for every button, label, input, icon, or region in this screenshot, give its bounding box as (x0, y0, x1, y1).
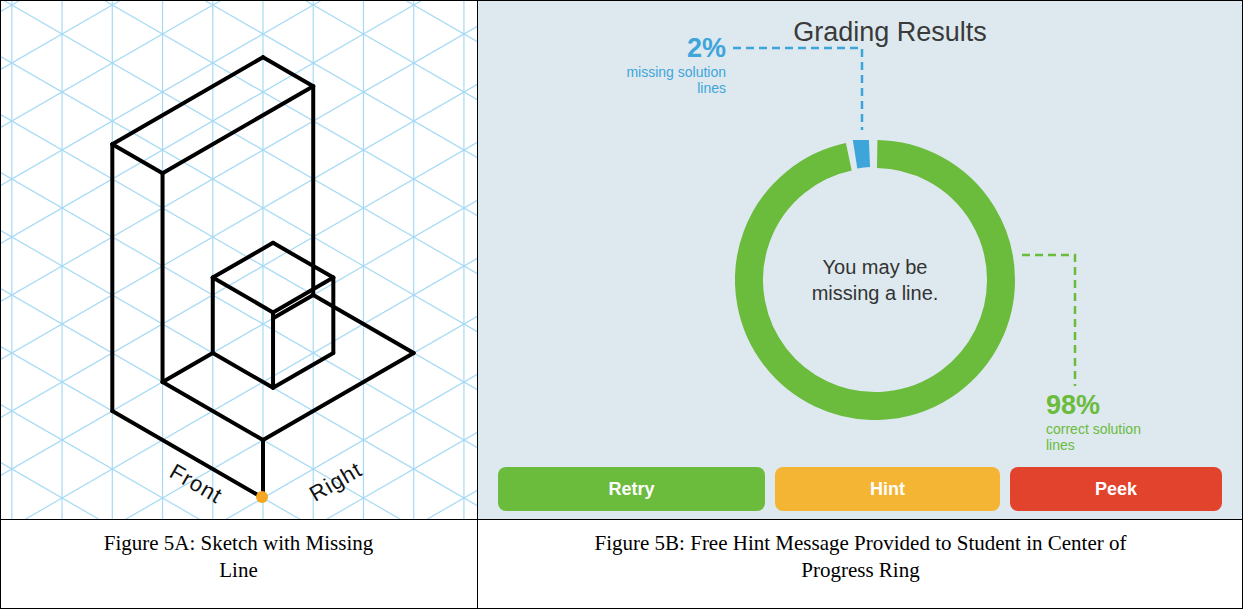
sketch-line (273, 353, 333, 388)
grid-line (1, 1, 477, 519)
sketch-line (163, 86, 314, 173)
button-label: Peek (1095, 479, 1137, 500)
percent-value-box: 98% (1046, 390, 1166, 421)
peek-button: Peek (1010, 467, 1222, 511)
retry-button: Retry (498, 467, 765, 511)
sketch-line (163, 382, 263, 440)
results-panel: Grading ResultsYou may be missing a line… (478, 1, 1242, 519)
grid-line (1, 1, 477, 519)
grid-line (1, 1, 477, 519)
grid-line (1, 1, 477, 519)
grid-line (1, 1, 477, 519)
grid-line (1, 1, 477, 519)
sketch-line (273, 278, 333, 313)
grid-line (363, 1, 364, 519)
figure-caption: Figure 5B: Free Hint Message Provided to… (591, 530, 1131, 584)
sketch-line (112, 144, 162, 173)
grid-line (212, 1, 213, 519)
grid-line (1, 1, 477, 519)
grid-line (1, 1, 477, 519)
grid-line (1, 5, 477, 519)
grid-line (313, 1, 314, 519)
sketch-line (211, 278, 215, 353)
grid-line (61, 1, 62, 519)
sketch-line (161, 173, 165, 382)
sketch-line (163, 353, 213, 382)
figure-caption-box: Figure 5B: Free Hint Message Provided to… (478, 530, 1243, 584)
figure-caption: Figure 5A: Sketch with Missing Line (89, 530, 389, 584)
sketch-line (263, 57, 313, 86)
hint-button: Hint (775, 467, 1000, 511)
percent-value: 2% (600, 33, 726, 64)
progress-ring: You may be missing a line. (735, 140, 1015, 420)
sketch-line (313, 295, 413, 353)
grid-line (1, 1, 477, 519)
grid-line (1, 5, 477, 519)
percent-caption: missing solution lines (616, 64, 726, 96)
grid-line (1, 1, 477, 519)
sketch-line (271, 312, 275, 387)
grid-line (11, 1, 12, 519)
ring-chart (735, 140, 1015, 420)
origin-dot (256, 491, 268, 503)
grid-line (413, 1, 414, 519)
button-label: Hint (870, 479, 905, 500)
percent-value-box: 2% (600, 33, 726, 64)
ring-message: You may be missing a line. (800, 254, 950, 306)
figure-caption-box: Figure 5A: Sketch with Missing Line (0, 530, 477, 584)
percent-caption-box: missing solution lines (616, 64, 726, 96)
grid-line (1, 1, 477, 519)
sketch-line (263, 353, 414, 440)
sketch-line (273, 295, 313, 318)
grid-line (1, 1, 477, 519)
sketch-line (112, 57, 263, 144)
correct-arc (749, 154, 1001, 406)
leader-line (733, 48, 862, 130)
sketch-line (261, 440, 265, 498)
panel-title: Grading Results (538, 17, 1242, 48)
missing-arc (855, 152, 869, 153)
sketch-line (213, 243, 273, 278)
grid-line (1, 1, 477, 519)
grid-line (1, 1, 477, 519)
grid-line (112, 1, 113, 519)
isometric-sketch (1, 1, 477, 519)
sketch-line (213, 353, 273, 388)
percent-caption: correct solution lines (1046, 421, 1156, 453)
grid-line (463, 1, 464, 519)
sketch-line (110, 144, 114, 411)
button-label: Retry (608, 479, 654, 500)
sketch-line (331, 278, 335, 353)
percent-caption-box: correct solution lines (1046, 421, 1156, 453)
leader-line (1022, 255, 1075, 386)
percent-value: 98% (1046, 390, 1166, 421)
sketch-line (273, 243, 333, 278)
grid-line (1, 1, 477, 519)
sketch-line (213, 278, 273, 313)
